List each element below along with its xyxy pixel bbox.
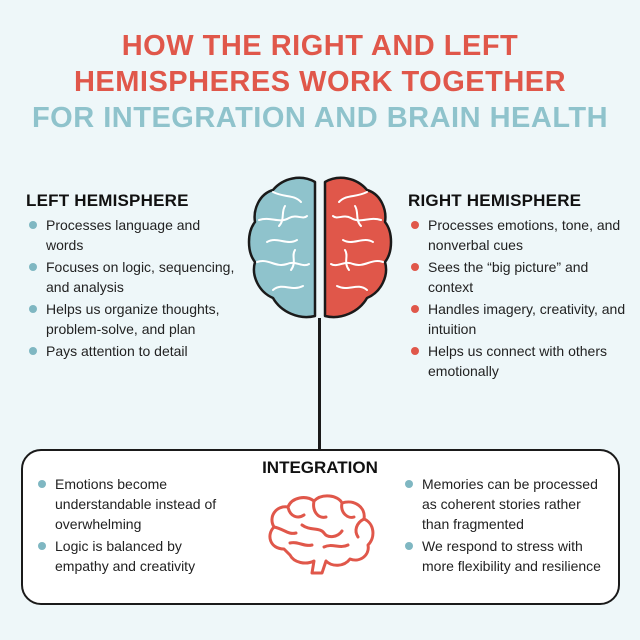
list-item: Focuses on logic, sequencing, and analys… (26, 257, 241, 297)
bullet-dot (411, 347, 419, 355)
integration-left-list: Emotions become understandable instead o… (35, 474, 235, 576)
bullet-dot (405, 480, 413, 488)
brain-outline-shape (268, 494, 375, 575)
list-item: Memories can be processed as coherent st… (402, 474, 607, 534)
list-item: Processes emotions, tone, and nonverbal … (408, 215, 628, 255)
list-item: Sees the “big picture” and context (408, 257, 628, 297)
title-line-2: HEMISPHERES WORK TOGETHER (73, 66, 567, 98)
right-hemisphere-shape (323, 176, 393, 319)
left-hemisphere-list: Processes language and words Focuses on … (26, 215, 241, 361)
right-hemisphere-list: Processes emotions, tone, and nonverbal … (408, 215, 628, 381)
list-item: Handles imagery, creativity, and intuiti… (408, 299, 628, 339)
bullet-dot (411, 263, 419, 271)
title-subtitle: FOR INTEGRATION AND BRAIN HEALTH (31, 102, 609, 134)
left-hemisphere-heading: LEFT HEMISPHERE (26, 191, 189, 210)
list-item: Helps us connect with others emotionally (408, 341, 628, 381)
list-item: Logic is balanced by empathy and creativ… (35, 536, 235, 576)
list-item: Pays attention to detail (26, 341, 241, 361)
right-hemisphere-panel: RIGHT HEMISPHERE Processes emotions, ton… (408, 191, 628, 383)
list-item: Emotions become understandable instead o… (35, 474, 235, 534)
brain-hemispheres-icon (247, 176, 393, 319)
integration-right-list: Memories can be processed as coherent st… (402, 474, 607, 576)
right-gyri (330, 191, 384, 291)
integration-left-list-panel: Emotions become understandable instead o… (35, 474, 235, 578)
bullet-dot (29, 347, 37, 355)
bullet-dot (29, 263, 37, 271)
connector-line (318, 318, 321, 450)
right-hemisphere-heading: RIGHT HEMISPHERE (408, 191, 582, 210)
list-item: Helps us organize thoughts, problem-solv… (26, 299, 241, 339)
list-item: We respond to stress with more flexibili… (402, 536, 607, 576)
bullet-dot (405, 542, 413, 550)
bullet-dot (38, 480, 46, 488)
bullet-dot (29, 305, 37, 313)
integration-right-list-panel: Memories can be processed as coherent st… (402, 474, 607, 578)
bullet-dot (38, 542, 46, 550)
left-gyri (256, 191, 310, 291)
brain-outline-icon (268, 494, 375, 575)
integration-box (21, 449, 620, 605)
left-hemisphere-shape (247, 176, 317, 319)
left-hemisphere-panel: LEFT HEMISPHERE Processes language and w… (26, 191, 241, 363)
title-line-1: HOW THE RIGHT AND LEFT (121, 30, 519, 62)
page-title: HOW THE RIGHT AND LEFT HEMISPHERES WORK … (0, 28, 640, 136)
list-item: Processes language and words (26, 215, 241, 255)
bullet-dot (411, 221, 419, 229)
integration-heading: INTEGRATION (262, 458, 378, 477)
bullet-dot (29, 221, 37, 229)
bullet-dot (411, 305, 419, 313)
